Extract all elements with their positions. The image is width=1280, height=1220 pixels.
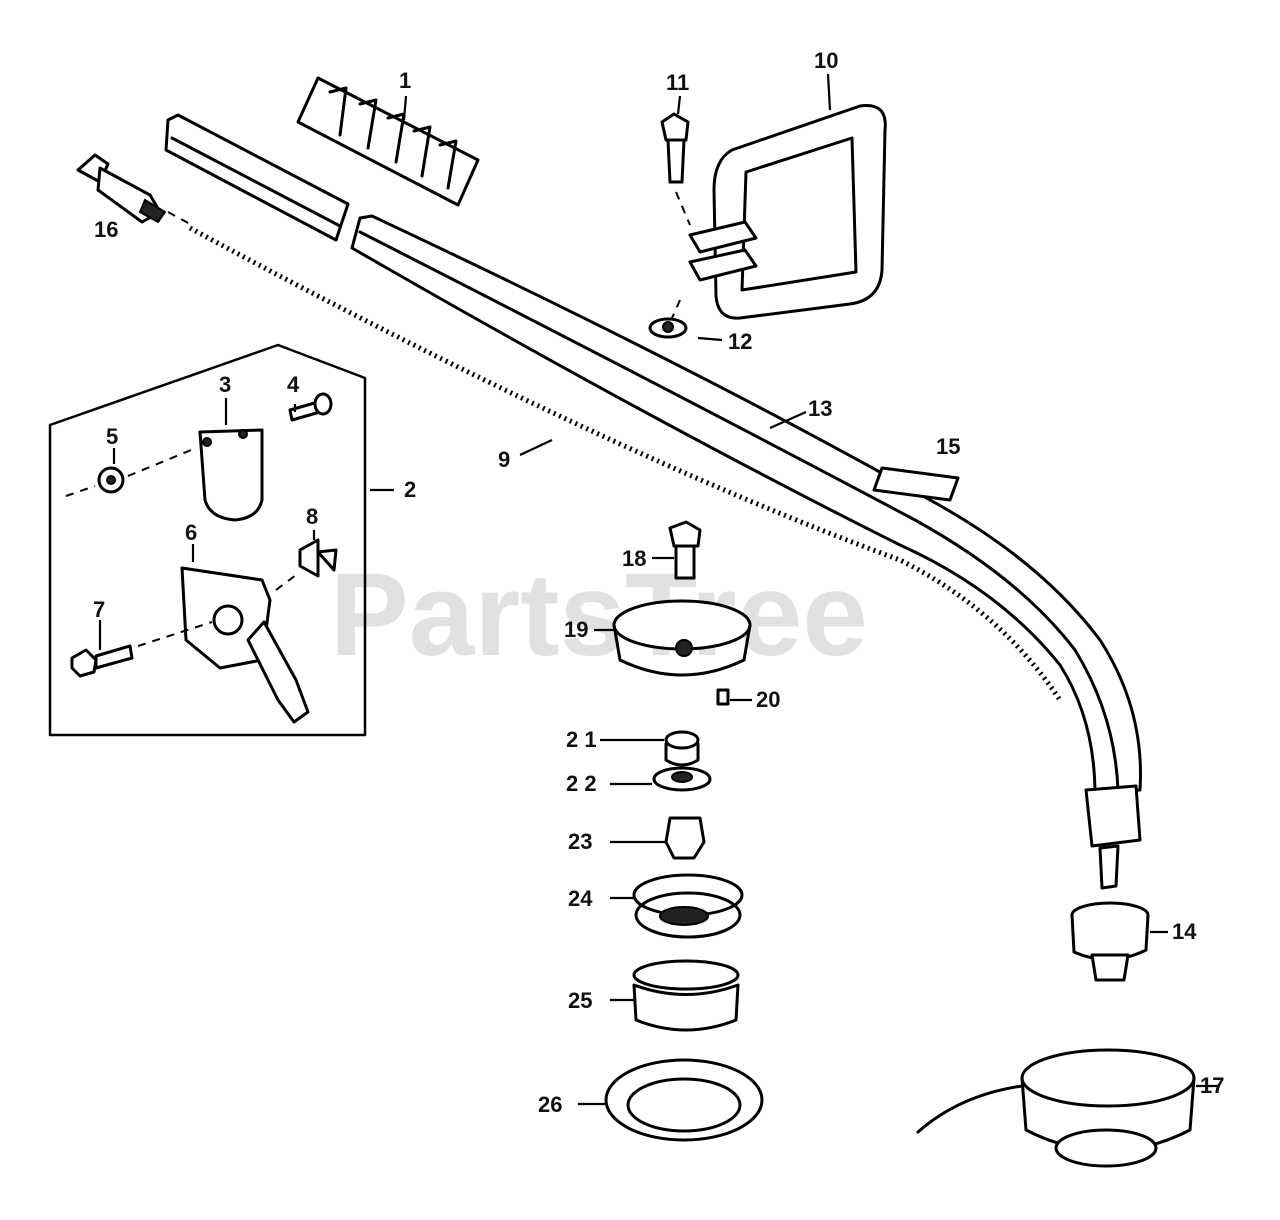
callout-23: 23 bbox=[568, 829, 592, 854]
callout-15: 15 bbox=[936, 434, 960, 459]
upper-tube-part bbox=[164, 113, 350, 242]
nut-icon bbox=[65, 447, 197, 497]
flex-cable-icon bbox=[188, 225, 1063, 702]
leader-lines bbox=[98, 73, 1218, 1106]
tube-icon bbox=[350, 214, 1142, 797]
callout-8: 8 bbox=[306, 504, 318, 529]
callout-10: 10 bbox=[814, 48, 838, 73]
trimmer-head-icon bbox=[916, 1048, 1196, 1168]
callout-24: 24 bbox=[568, 886, 593, 911]
callout-21: 2 1 bbox=[566, 727, 597, 752]
pin-part bbox=[716, 688, 730, 706]
throttle-kit-box bbox=[48, 343, 367, 737]
wing-nut-icon bbox=[648, 299, 688, 339]
washer-part bbox=[652, 766, 712, 792]
callout-18: 18 bbox=[622, 546, 646, 571]
callout-9: 9 bbox=[498, 447, 510, 472]
spool-icon bbox=[632, 873, 744, 939]
callout-12: 12 bbox=[728, 329, 752, 354]
callout-7: 7 bbox=[93, 597, 105, 622]
handle-icon bbox=[688, 104, 887, 320]
bump-knob-part bbox=[604, 1058, 764, 1142]
callout-4: 4 bbox=[287, 372, 300, 397]
spool-housing-part bbox=[612, 599, 752, 677]
watermark-text: PartsTree bbox=[330, 549, 868, 681]
throttle-icon bbox=[180, 566, 310, 724]
grip-icon bbox=[296, 76, 480, 207]
screw-icon bbox=[288, 392, 333, 422]
gear-head-part bbox=[1070, 784, 1150, 982]
callout-17: 17 bbox=[1200, 1073, 1224, 1098]
callout-20: 20 bbox=[756, 687, 780, 712]
label-decal-part bbox=[872, 466, 960, 502]
callout-16: 16 bbox=[94, 217, 118, 242]
callout-26: 26 bbox=[538, 1092, 562, 1117]
bolt-icon-18 bbox=[668, 520, 702, 580]
wing-nut-icon-8 bbox=[275, 538, 338, 591]
clamp-icon bbox=[198, 428, 264, 522]
bushing-part bbox=[664, 816, 706, 860]
callout-14: 14 bbox=[1172, 919, 1197, 944]
callout-25: 25 bbox=[568, 988, 592, 1013]
callout-11: 11 bbox=[666, 70, 689, 95]
callout-6: 6 bbox=[185, 520, 197, 545]
callout-13: 13 bbox=[808, 396, 832, 421]
callout-19: 19 bbox=[564, 617, 588, 642]
spool-cover-part bbox=[632, 959, 740, 1032]
bolt-icon-7 bbox=[70, 621, 213, 678]
callout-22: 2 2 bbox=[566, 771, 597, 796]
callout-2: 2 bbox=[404, 477, 416, 502]
callout-5: 5 bbox=[106, 424, 118, 449]
callout-3: 3 bbox=[219, 372, 231, 397]
bolt-icon bbox=[660, 112, 691, 226]
callout-1: 1 bbox=[399, 68, 411, 93]
drive-adapter-part bbox=[76, 153, 191, 225]
spring-part bbox=[664, 730, 700, 767]
